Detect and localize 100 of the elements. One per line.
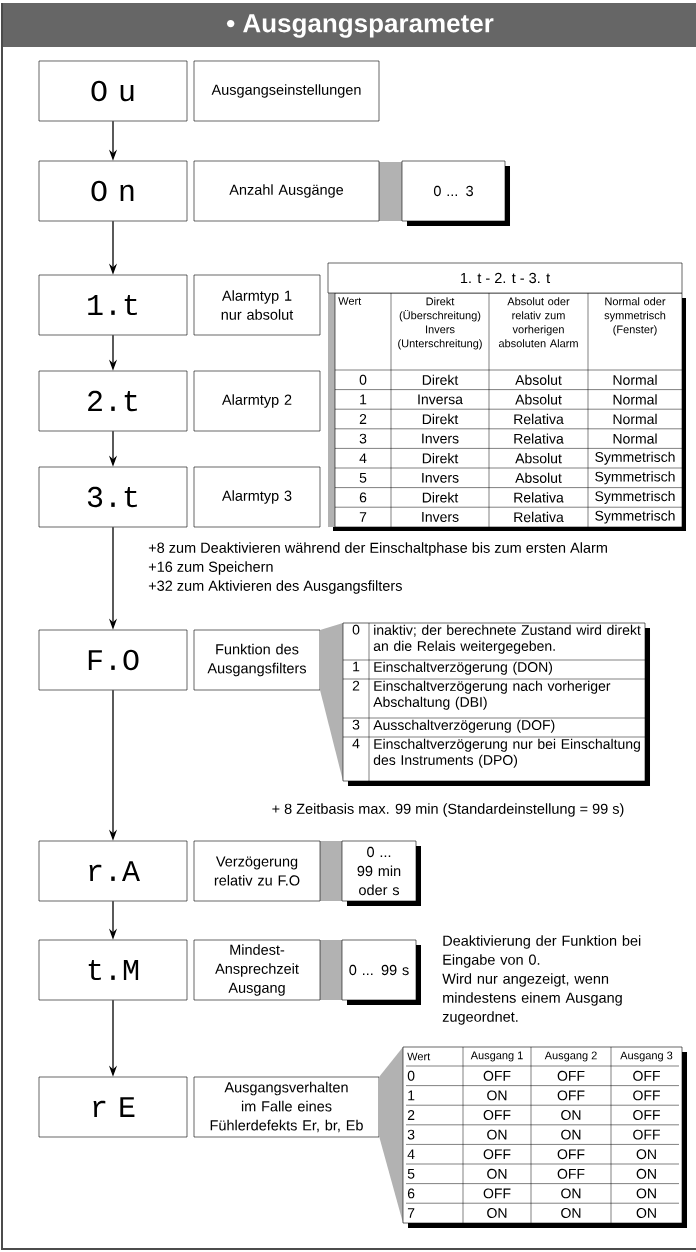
- table-cell: Einschaltverzögerung nur bei Einschaltung des Instruments (DPO): [373, 738, 640, 768]
- table-cell: Normal: [613, 413, 657, 425]
- table-header: Ausgang 1: [470, 1051, 523, 1062]
- display-box: r E: [38, 1076, 188, 1138]
- table-cell: Symmetrisch: [595, 451, 675, 465]
- table-cell: 5: [407, 1168, 415, 1179]
- table-cell: 1: [353, 661, 360, 672]
- table-cell: ON: [636, 1188, 656, 1199]
- table-cell: ON: [487, 1168, 507, 1179]
- table-cell: ON: [561, 1129, 581, 1140]
- table-cell: OFF: [633, 1110, 660, 1120]
- table-cell: 2: [407, 1110, 415, 1120]
- table-cell: Direkt: [422, 374, 459, 385]
- table-header: Wert: [338, 297, 362, 305]
- table-cell: Normal: [613, 433, 657, 444]
- display-box: r.A: [38, 840, 188, 902]
- parameter-box: Ausgangseinstellungen: [193, 60, 380, 122]
- parameter-box: Verzögerung relativ zu F.O: [193, 840, 321, 902]
- table-cell: 2: [352, 680, 360, 691]
- table-cell: Einschaltverzögerung nach vorheriger Abschaltung (DBI): [373, 680, 611, 710]
- table-cell: Absolut: [515, 472, 562, 483]
- display-box: 1.t: [38, 274, 188, 336]
- table-cell: OFF: [557, 1149, 585, 1160]
- note-text: Deaktivierung der Funktion bei Eingabe von 0.: [443, 935, 641, 968]
- table-cell: 1: [360, 394, 367, 405]
- table-cell: ON: [487, 1090, 507, 1101]
- table-header: Direkt (Überschreitung) Invers (Unterschreitung): [398, 297, 482, 350]
- parameter-box: Anzahl Ausgänge: [193, 160, 380, 222]
- table-cell: Symmetrisch: [595, 490, 675, 504]
- table-cell: Relativa: [514, 511, 564, 523]
- table-cell: 4: [407, 1149, 415, 1160]
- table-cell: Absolut: [515, 453, 562, 464]
- table-header: Wert: [407, 1052, 431, 1061]
- table-cell: inaktiv; der berechnete Zustand wird direkt an die Relais weitergegeben.: [373, 624, 641, 654]
- parameter-box: Mindest-Ansprechzeit Ausgang: [193, 939, 321, 1001]
- display-box: 3.t: [38, 466, 188, 528]
- table-cell: OFF: [483, 1149, 511, 1160]
- table-cell: Absolut: [515, 394, 562, 405]
- note-text: + 8 Zeitbasis max. 99 min (Standardeinstellung = 99 s): [272, 803, 624, 817]
- table-cell: Direkt: [422, 413, 459, 425]
- table-cell: OFF: [633, 1090, 660, 1101]
- table-cell: Relativa: [514, 492, 564, 503]
- parameter-box: Alarmtyp 2: [193, 370, 321, 432]
- table-cell: Inversa: [418, 394, 463, 405]
- table-cell: Invers: [422, 472, 459, 483]
- note-text: +32 zum Aktivieren des Ausgangsfilters: [148, 580, 402, 594]
- table-cell: OFF: [633, 1070, 660, 1081]
- table-cell: 0: [352, 624, 360, 635]
- table-cell: ON: [487, 1208, 507, 1218]
- table-cell: Normal: [613, 394, 657, 405]
- table-cell: ON: [487, 1129, 507, 1140]
- table-cell: Direkt: [422, 453, 459, 464]
- parameter-box: Ausgangsverhalten im Falle eines Fühlerdefekts Er, br, Eb: [193, 1076, 380, 1138]
- table-cell: OFF: [557, 1070, 585, 1081]
- table-cell: 0: [359, 374, 367, 385]
- table-cell: 6: [407, 1188, 415, 1199]
- table-cell: 6: [359, 492, 367, 503]
- table-cell: ON: [636, 1168, 656, 1179]
- table-cell: Normal: [613, 374, 657, 385]
- table-header: Absolut oder relativ zum vorherigen absoluten Alarm: [498, 297, 578, 348]
- table-cell: OFF: [483, 1070, 511, 1081]
- table-cell: 7: [359, 512, 367, 522]
- table-cell: Relativa: [514, 413, 564, 425]
- table-cell: Relativa: [514, 433, 564, 444]
- table-cell: 3: [407, 1129, 415, 1140]
- table-title: 1. t - 2. t - 3. t: [461, 272, 550, 284]
- table-header: Ausgang 2: [544, 1051, 597, 1062]
- table-cell: ON: [561, 1208, 581, 1218]
- table-cell: 4: [359, 453, 367, 463]
- table-cell: OFF: [483, 1188, 511, 1199]
- table-cell: ON: [561, 1110, 581, 1120]
- table-cell: 0: [407, 1070, 415, 1081]
- display-box: 2.t: [38, 370, 188, 432]
- table-cell: ON: [636, 1149, 656, 1160]
- table-cell: Einschaltverzögerung (DON): [374, 661, 553, 675]
- table-cell: Invers: [422, 433, 459, 444]
- parameter-box: Alarmtyp 1 nur absolut: [193, 274, 321, 336]
- table-header: Ausgang 3: [620, 1051, 673, 1062]
- table-cell: 4: [352, 738, 360, 749]
- table-cell: Direkt: [422, 492, 459, 503]
- display-box: t.M: [38, 939, 188, 1001]
- table-header: Normal oder symmetrisch (Fenster): [604, 297, 666, 336]
- value-box: 0 ... 99 s: [341, 939, 421, 1005]
- table-cell: OFF: [557, 1168, 585, 1179]
- table-cell: Invers: [422, 512, 459, 522]
- display-box: O n: [38, 160, 188, 222]
- table-cell: Absolut: [515, 374, 562, 385]
- parameter-box: Funktion des Ausgangsfilters: [193, 629, 321, 691]
- table-cell: 3: [359, 433, 367, 444]
- value-box: 0 ... 99 min oder s: [341, 840, 421, 906]
- parameter-box: Alarmtyp 3: [193, 466, 321, 528]
- table-cell: Symmetrisch: [595, 510, 675, 524]
- note-text: Wird nur angezeigt, wenn mindestens einem Ausgang zugeordnet.: [442, 973, 622, 1025]
- table-cell: Ausschaltverzögerung (DOF): [373, 719, 555, 733]
- table-cell: 3: [352, 719, 360, 730]
- value-box: 0 ... 3: [401, 160, 510, 226]
- note-text: +16 zum Speichern: [148, 561, 273, 575]
- display-box: O u: [38, 60, 188, 122]
- table-cell: ON: [561, 1188, 581, 1199]
- table-cell: 2: [359, 414, 367, 424]
